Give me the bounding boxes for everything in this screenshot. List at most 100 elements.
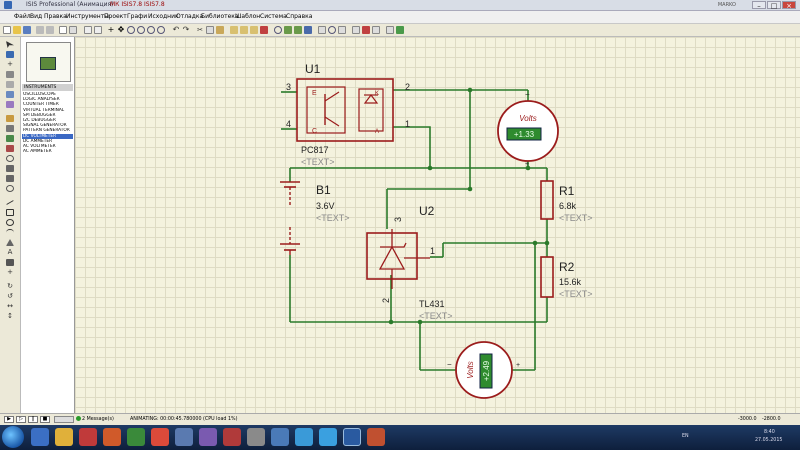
component-mode-icon[interactable] [6,51,14,58]
subcircuit-mode-icon[interactable] [6,101,14,108]
calculator-icon[interactable] [271,428,289,446]
redraw-icon[interactable] [84,26,92,34]
property-tool-icon[interactable] [338,26,346,34]
origin-icon[interactable]: + [107,25,115,34]
overview-preview[interactable] [26,42,71,82]
menu-source[interactable]: Исходник [148,13,179,20]
pause-button[interactable]: ‖ [28,416,38,423]
menu-file[interactable]: Файл [14,13,31,20]
paste-icon[interactable] [216,26,224,34]
wire-autorouter-icon[interactable] [318,26,326,34]
play-button[interactable]: ▶ [4,416,14,423]
search-tag-icon[interactable] [328,26,336,34]
undo-icon[interactable]: ↶ [172,25,180,34]
block-copy-icon[interactable] [230,26,238,34]
menu-edit[interactable]: Правка [44,13,67,20]
message-count[interactable]: 2 Message(s) [82,417,114,422]
erc-icon[interactable] [396,26,404,34]
redo-icon[interactable]: ↷ [182,25,190,34]
new-sheet-icon[interactable] [352,26,360,34]
menu-debug[interactable]: Отладка [176,13,204,20]
media-player-icon[interactable] [79,428,97,446]
menu-view[interactable]: Вид [30,13,43,20]
language-indicator[interactable]: EN [682,434,689,439]
instrument-item[interactable]: SIGNAL GENERATOR [23,123,67,129]
instrument-item[interactable]: SPI DEBUGGER [23,112,56,118]
rotate-clockwise-icon[interactable]: ↻ [7,282,13,290]
resistor-r2[interactable]: R2 15.6k <TEXT> [540,256,593,299]
graph-mode-icon[interactable] [6,135,14,142]
instrument-item[interactable]: OSCILLOSCOPE [23,92,56,97]
remove-sheet-icon[interactable] [362,26,370,34]
text-tool-icon[interactable]: A [7,248,13,256]
opera-icon[interactable] [103,428,121,446]
zoom-area-icon[interactable] [157,26,165,34]
zoom-all-icon[interactable] [147,26,155,34]
start-button-icon[interactable] [2,426,24,448]
print-area-icon[interactable] [69,26,77,34]
u2-tl431[interactable]: U2 3 1 2 TL431 <TEXT> [366,204,453,321]
menu-tools[interactable]: Инструменты [66,13,109,20]
zoom-in-icon[interactable] [127,26,135,34]
import-icon[interactable] [36,26,44,34]
app-icon-purple[interactable] [199,428,217,446]
clock-time[interactable]: 8:40 [764,430,775,435]
virtual-instruments-icon[interactable] [6,185,14,192]
exit-parent-icon[interactable] [372,26,380,34]
menu-graph[interactable]: Графи [127,13,148,20]
package-tool-icon[interactable] [294,26,302,34]
terminals-mode-icon[interactable] [6,115,14,122]
skype-icon[interactable] [319,428,337,446]
menu-system[interactable]: Система [260,13,287,20]
app-icon-red[interactable] [223,428,241,446]
make-device-icon[interactable] [284,26,292,34]
resistor-r1[interactable]: R1 6.8k <TEXT> [540,180,593,223]
print-icon[interactable] [59,26,67,34]
export-icon[interactable] [46,26,54,34]
chrome-icon[interactable] [151,428,169,446]
zoom-out-icon[interactable] [137,26,145,34]
marker-tool-icon[interactable]: + [7,268,13,276]
app-icon-blue[interactable] [175,428,193,446]
symbol-tool-icon[interactable] [6,259,14,266]
sim-scrollbar[interactable] [54,416,74,423]
minimize-button[interactable]: – [752,1,766,10]
close-button[interactable]: × [782,1,796,10]
bill-of-materials-icon[interactable] [386,26,394,34]
instrument-item[interactable]: VIRTUAL TERMINAL [23,107,65,113]
junction-mode-icon[interactable]: + [7,60,13,68]
circle-tool-icon[interactable] [6,219,14,226]
ares-taskbar-icon[interactable] [367,428,385,446]
line-tool-icon[interactable] [6,200,14,205]
step-button[interactable]: ▷ [16,416,26,423]
mirror-y-icon[interactable]: ↕ [7,312,13,320]
maximize-button[interactable]: □ [767,1,781,10]
grid-icon[interactable] [94,26,102,34]
folder-icon[interactable] [55,428,73,446]
instrument-item[interactable]: AC VOLTMETER [23,144,56,150]
instrument-item[interactable]: LOGIC ANALYSER [23,97,60,103]
current-probe-icon[interactable] [6,175,14,182]
u1-optocoupler[interactable]: E C K A U1 3 4 2 1 PC817 <TEXT> [286,62,410,167]
wire-label-mode-icon[interactable] [6,71,14,78]
buses-mode-icon[interactable] [6,91,14,98]
cut-icon[interactable]: ✂ [197,26,203,34]
instrument-item[interactable]: AC AMMETER [23,149,52,155]
rotate-anticlockwise-icon[interactable]: ↺ [7,292,13,300]
instrument-item[interactable]: PATTERN GENERATOR [23,128,70,134]
menu-help[interactable]: Справка [286,13,313,20]
app-icon-64[interactable] [295,428,313,446]
menu-project[interactable]: Проект [104,13,127,20]
block-move-icon[interactable] [240,26,248,34]
voltage-probe-icon[interactable] [6,165,14,172]
schematic-canvas[interactable]: E C K A U1 3 4 2 1 PC817 <TEXT> Volts +1… [75,37,800,413]
pan-icon[interactable]: ✥ [117,25,125,34]
instrument-item[interactable]: COUNTER TIMER [23,102,59,108]
menu-template[interactable]: Шаблон [235,13,261,20]
new-file-icon[interactable] [3,26,11,34]
arc-tool-icon[interactable] [6,229,14,236]
instrument-item[interactable]: DC VOLTMETER [22,133,73,139]
window-tab[interactable]: МК ISIS7.8 ISIS7.8 [110,1,165,8]
explorer-icon[interactable] [31,428,49,446]
block-delete-icon[interactable] [260,26,268,34]
